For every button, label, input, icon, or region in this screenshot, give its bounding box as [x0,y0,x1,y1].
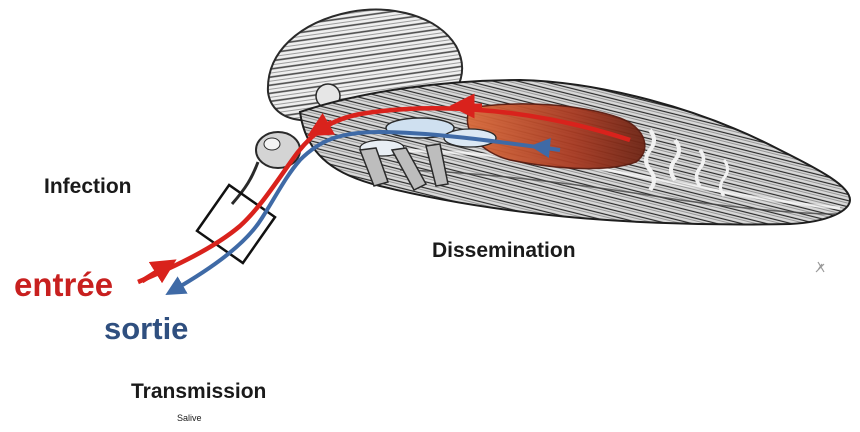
label-transmission: Transmission [131,381,266,402]
label-infection: Infection [44,176,132,197]
label-entree: entrée [14,268,113,301]
label-salive: Salive [177,414,202,423]
sortie-midpoint-arrow [540,147,550,148]
watermark-glyph [816,262,824,272]
label-dissemination: Dissemination [432,240,576,261]
label-sortie: sortie [104,313,188,344]
